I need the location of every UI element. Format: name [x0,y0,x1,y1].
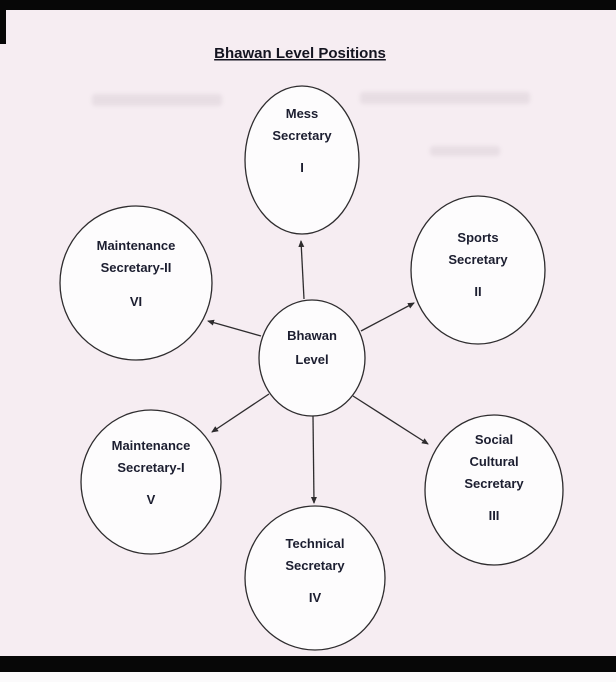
page-title: Bhawan Level Positions [214,45,386,62]
scan-strip-bottom [0,672,616,682]
node-label: Level [295,352,328,367]
node-numeral: III [489,508,500,523]
node-bhawan-level-center: Bhawan Level [258,299,366,417]
node-numeral: II [474,284,481,299]
scan-edge-left [0,0,6,44]
node-technical-secretary: Technical Secretary IV [244,505,386,651]
node-social-cultural-secretary: Social Cultural Secretary III [424,414,564,566]
node-numeral: VI [130,294,142,309]
node-numeral: V [147,492,156,507]
node-maintenance-secretary-2: Maintenance Secretary-II VI [59,205,213,361]
node-ellipse [244,85,360,235]
node-label: Secretary-I [117,460,184,475]
node-ellipse [244,505,386,651]
scan-artifact [360,92,530,104]
scan-artifact [92,94,222,106]
arrow-center-to-maintenance-secretary-1 [211,393,270,433]
node-label: Mess [286,106,319,121]
node-maintenance-secretary-1: Maintenance Secretary-I V [80,409,222,555]
node-ellipse [424,414,564,566]
scan-artifact [430,146,500,156]
node-label: Bhawan [287,328,337,343]
node-label: Cultural [469,454,518,469]
node-label: Sports [457,230,498,245]
node-label: Secretary-II [101,260,172,275]
arrow-center-to-maintenance-secretary-2 [207,319,262,337]
node-numeral: I [300,160,304,175]
node-label: Secretary [448,252,508,267]
node-numeral: IV [309,590,322,605]
arrow-center-to-technical-secretary [310,415,317,504]
node-label: Secretary [285,558,345,573]
node-label: Secretary [464,476,524,491]
arrow-center-to-mess-secretary [298,240,305,300]
node-ellipse [80,409,222,555]
node-ellipse [59,205,213,361]
node-ellipse [258,299,366,417]
scan-edge-bottom [0,656,616,672]
arrow-center-to-sports-secretary [360,302,415,332]
arrow-center-to-social-cultural-secretary [352,395,429,445]
node-label: Social [475,432,513,447]
node-ellipse [410,195,546,345]
node-label: Secretary [272,128,332,143]
node-label: Technical [285,536,344,551]
node-mess-secretary: Mess Secretary I [244,85,360,235]
node-label: Maintenance [112,438,191,453]
node-sports-secretary: Sports Secretary II [410,195,546,345]
node-label: Maintenance [97,238,176,253]
scan-edge-top [0,0,616,10]
